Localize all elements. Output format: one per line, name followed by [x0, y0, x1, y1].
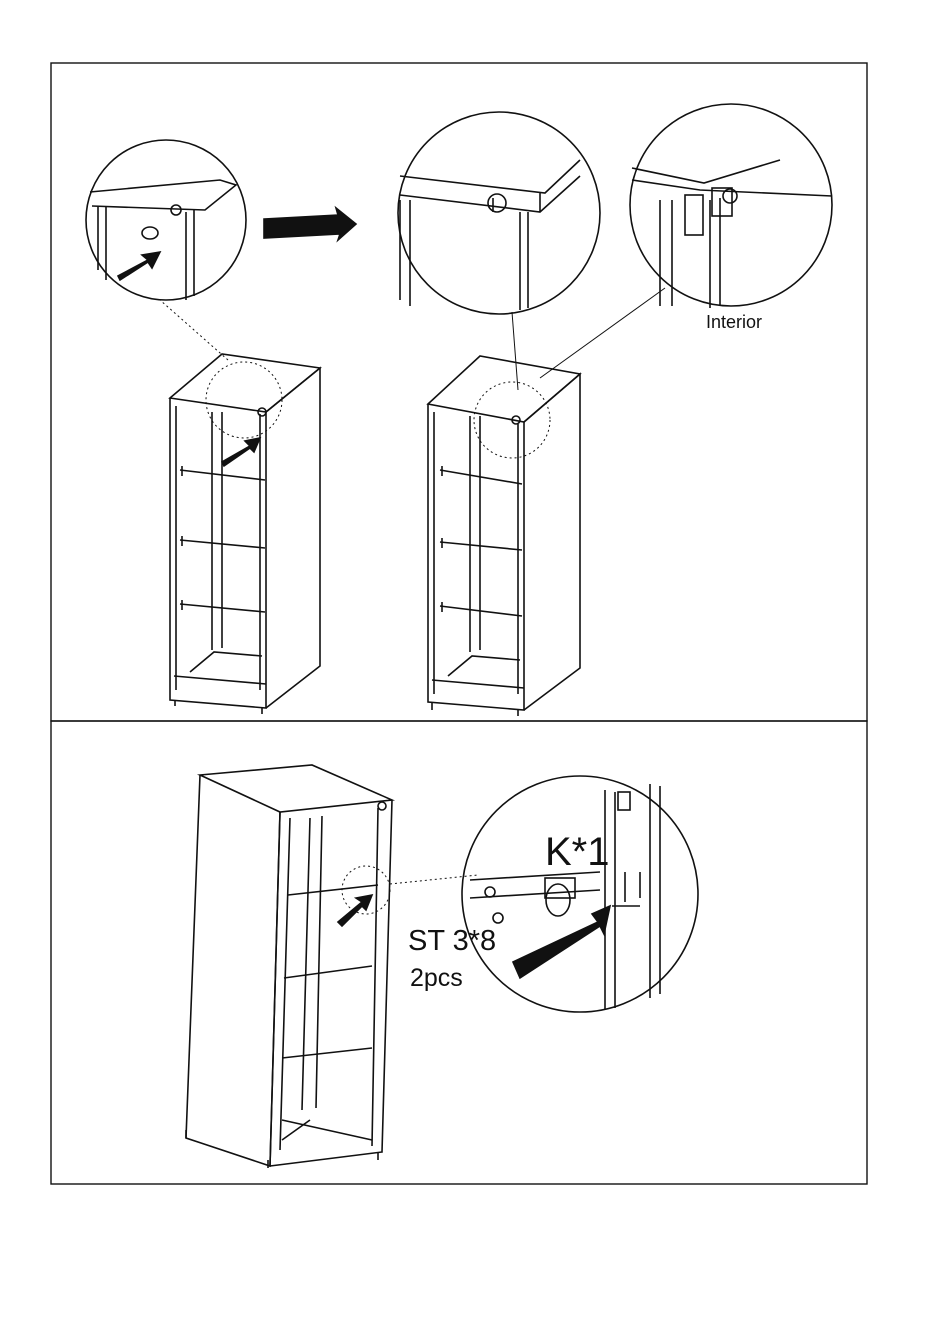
cabinet-illustration-3	[186, 765, 392, 1168]
cabinet-illustration-2	[428, 356, 580, 716]
leader-line	[390, 875, 478, 884]
sequence-arrow-icon	[264, 208, 356, 240]
detail-circle-latch	[462, 776, 698, 1012]
step-panel-top	[51, 63, 867, 721]
screw-spec-label: ST 3*8	[408, 927, 496, 956]
leader-line	[160, 300, 228, 360]
detail-circle-lock-after	[398, 112, 600, 314]
cabinet-illustration-1	[170, 354, 320, 714]
detail-circle-interior	[630, 104, 832, 308]
callout-label-interior: Interior	[706, 313, 762, 331]
part-label-k: K*1	[545, 832, 610, 872]
screw-quantity-label: 2pcs	[410, 966, 463, 991]
leader-line	[512, 312, 518, 390]
detail-circle-lock-before	[86, 140, 246, 300]
leader-line	[540, 288, 665, 378]
